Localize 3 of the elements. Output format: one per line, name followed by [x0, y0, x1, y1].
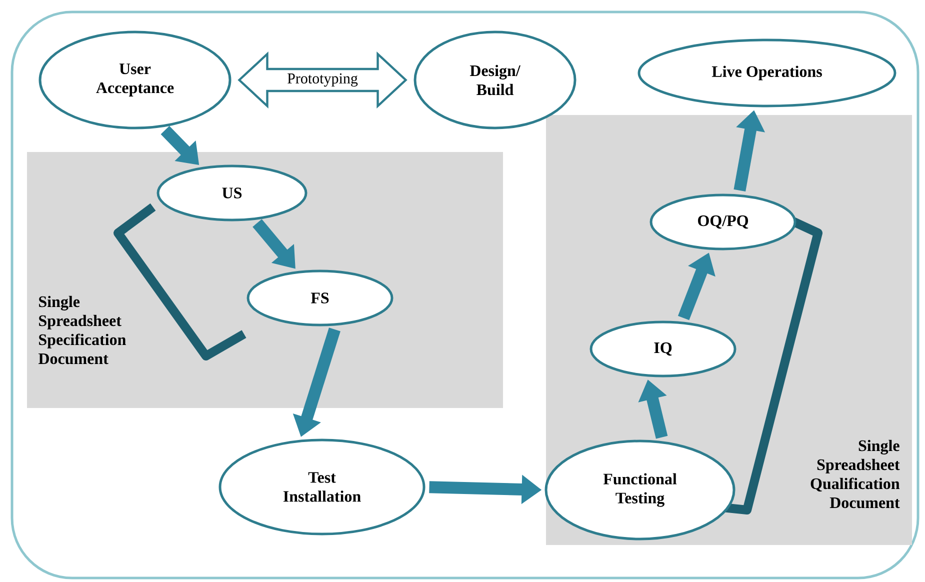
- edge-label: Prototyping: [286, 72, 359, 88]
- panel-caption: Single Spreadsheet Specification Document: [38, 296, 126, 364]
- panel-caption: Single Spreadsheet Qualification Document: [810, 440, 900, 508]
